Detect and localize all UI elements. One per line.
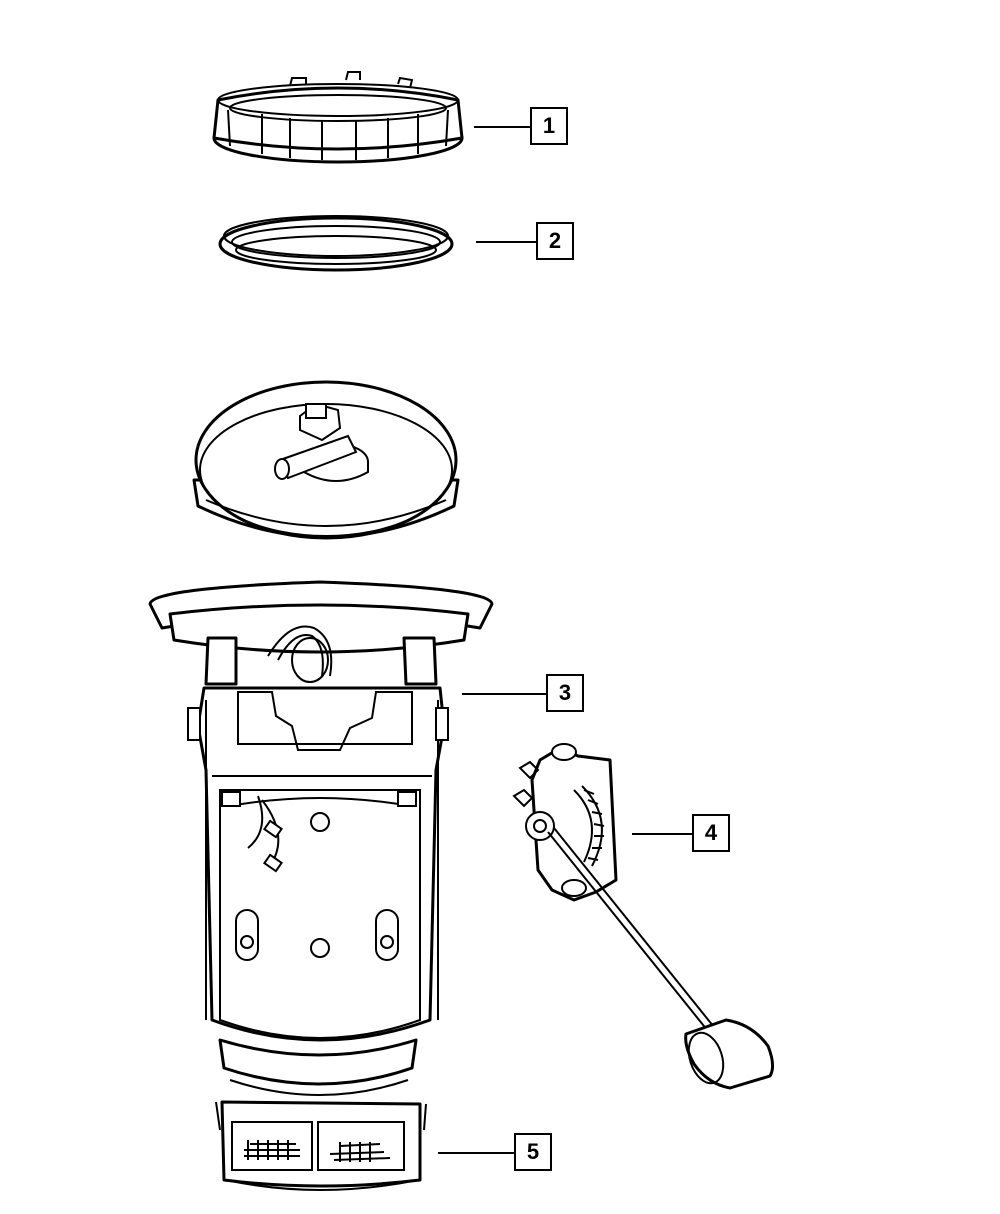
leader-line-3 — [462, 693, 546, 695]
callout-3: 3 — [546, 674, 584, 712]
module-cover — [192, 380, 460, 540]
callout-1: 1 — [530, 107, 568, 145]
callout-label-1: 1 — [542, 113, 556, 138]
lock-ring-part — [212, 71, 464, 164]
callout-5: 5 — [514, 1133, 552, 1171]
callout-label-3: 3 — [558, 680, 572, 705]
fuel-pump-module-part — [148, 580, 494, 1096]
leader-line-2 — [476, 241, 536, 243]
callout-label-4: 4 — [704, 820, 718, 845]
callout-2: 2 — [536, 222, 574, 260]
leader-line-4 — [632, 833, 692, 835]
callout-label-5: 5 — [526, 1139, 540, 1164]
seal-part — [218, 215, 454, 272]
fuel-level-sending-unit-part — [512, 743, 775, 1090]
leader-line-1 — [474, 126, 530, 128]
callout-4: 4 — [692, 814, 730, 852]
leader-line-5 — [438, 1152, 514, 1154]
callout-label-2: 2 — [548, 228, 562, 253]
strainer-part — [215, 1100, 427, 1191]
